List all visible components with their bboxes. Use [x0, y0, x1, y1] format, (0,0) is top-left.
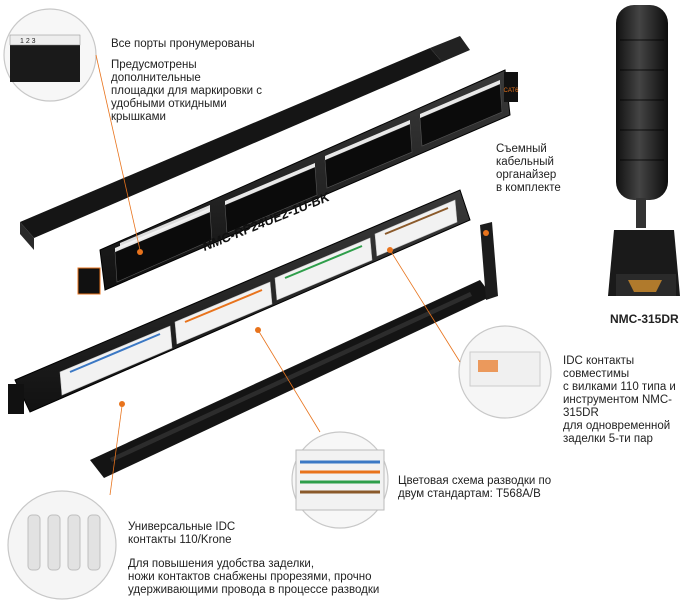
idc-compat-line-2: с вилками 110 типа и: [563, 381, 676, 393]
label-cable-organizer: Съемный кабельный органайзер в комплекте: [496, 143, 596, 195]
callout-dot-universal: [119, 401, 125, 407]
callout-line-ports: [95, 54, 141, 251]
universal-idc-line-1: Универсальные IDC: [128, 521, 236, 533]
idc-compat-line-4: для одновременной: [563, 420, 671, 432]
callout-color-scheme: [291, 431, 389, 529]
callout-line-universal: [109, 405, 123, 496]
callout-idc-compat: [458, 325, 552, 419]
label-knife-slots: Для повышения удобства заделки, ножи кон…: [128, 558, 388, 597]
knife-slots-line-3: удерживающими провода в процессе разводк…: [128, 584, 380, 596]
lower-cable-organizer: [90, 222, 498, 478]
marking-pads-line-4: крышками: [111, 111, 166, 123]
organizer-line-3: органайзер: [496, 169, 557, 181]
callout-line-color: [257, 329, 321, 433]
callout-dot-color: [255, 327, 261, 333]
label-color-scheme: Цветовая схема разводки по двум стандарт…: [398, 475, 578, 501]
organizer-line-2: кабельный: [496, 156, 554, 168]
label-idc-compat: IDC контакты совместимы с вилками 110 ти…: [563, 355, 700, 446]
organizer-line-4: в комплекте: [496, 182, 561, 194]
upper-patch-panel: CAT6: [77, 69, 520, 295]
punch-down-tool: [608, 5, 680, 296]
marking-pads-line-2: площадки для маркировки с: [111, 85, 262, 97]
color-scheme-line-1: Цветовая схема разводки по: [398, 475, 552, 487]
color-scheme-line-2: двум стандартам: T568A/B: [398, 488, 541, 500]
organizer-line-1: Съемный: [496, 143, 547, 155]
callout-universal-idc: [7, 490, 117, 600]
top-cable-organizer: [20, 36, 470, 250]
callout-dot-ports: [137, 249, 143, 255]
lower-patch-panel: [8, 189, 471, 414]
cat6-badge: CAT6: [504, 88, 520, 94]
svg-text:1 2 3: 1 2 3: [20, 38, 36, 45]
tool-model-label: NMC-315DR: [610, 312, 679, 326]
callout-line-idc: [389, 249, 461, 363]
label-ports-numbered: Все порты пронумерованы: [111, 38, 255, 50]
idc-compat-line-3: инструментом NMC-315DR: [563, 394, 672, 419]
marking-pads-line-1: Предусмотрены дополнительные: [111, 59, 201, 84]
knife-slots-line-2: ножи контактов снабжены прорезями, прочн…: [128, 571, 372, 583]
callout-ports: 1 2 3: [3, 8, 97, 102]
label-universal-idc: Универсальные IDC контакты 110/Krone: [128, 521, 268, 547]
marking-pads-line-3: удобными откидными: [111, 98, 227, 110]
idc-compat-line-5: заделки 5-ти пар: [563, 433, 653, 445]
callout-dot-idc: [387, 247, 393, 253]
universal-idc-line-2: контакты 110/Krone: [128, 534, 232, 546]
label-marking-pads: Предусмотрены дополнительные площадки дл…: [111, 59, 286, 124]
knife-slots-line-1: Для повышения удобства заделки,: [128, 558, 315, 570]
callout-dot-organizer: [483, 230, 489, 236]
idc-compat-line-1: IDC контакты совместимы: [563, 355, 635, 380]
